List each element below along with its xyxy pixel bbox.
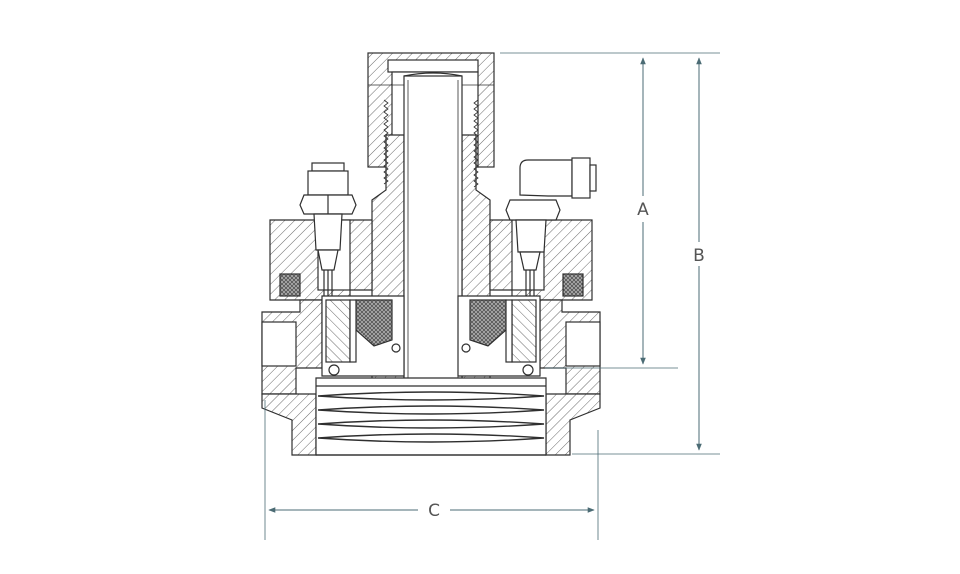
inner-piston bbox=[321, 295, 541, 377]
stem-threads bbox=[383, 99, 479, 188]
lower-housing bbox=[261, 299, 601, 456]
center-tube bbox=[403, 72, 463, 391]
left-o-ring bbox=[328, 364, 340, 376]
left-seal bbox=[279, 273, 301, 297]
dimension-a-label: A bbox=[637, 200, 649, 220]
dimension-b: B bbox=[572, 57, 720, 455]
right-o-ring bbox=[522, 364, 534, 376]
dimension-c: C bbox=[264, 400, 599, 540]
dimension-c-label: C bbox=[428, 501, 440, 521]
dimension-b-label: B bbox=[693, 246, 705, 266]
right-seal bbox=[562, 273, 584, 297]
left-straight-fitting bbox=[299, 162, 357, 296]
bottom-threaded-cup bbox=[315, 377, 547, 456]
dimension-a: A bbox=[500, 52, 720, 369]
cup-threads bbox=[317, 391, 545, 443]
right-elbow-fitting bbox=[505, 157, 597, 296]
